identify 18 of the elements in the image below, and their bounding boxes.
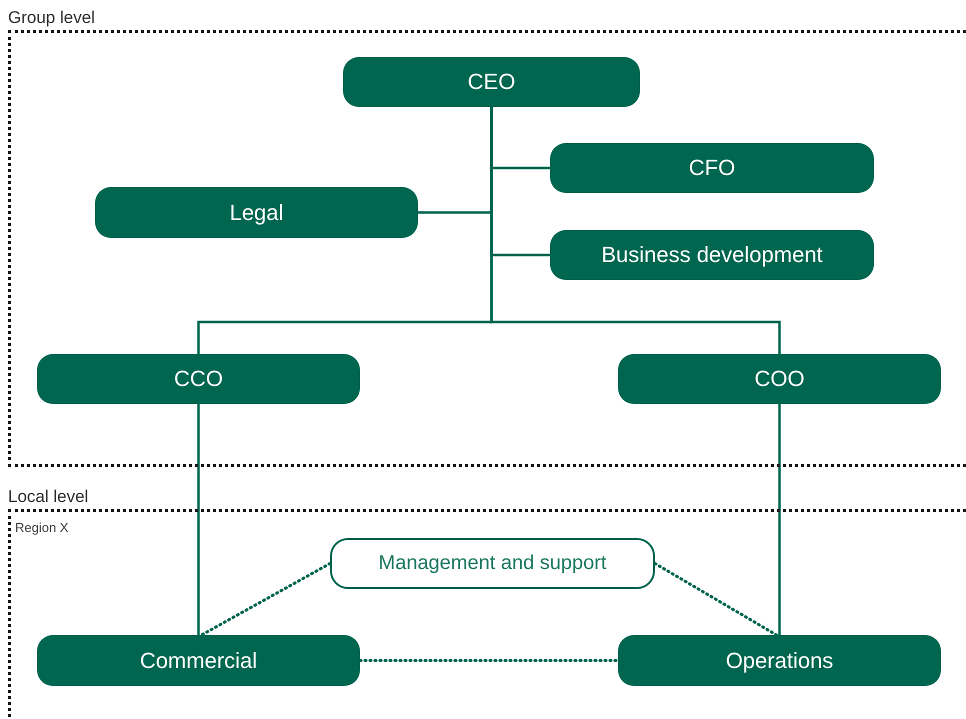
dotted-connector [358,659,620,662]
region-heading: Local level [8,487,88,507]
role-box: COO [618,354,941,404]
role-box: CCO [37,354,360,404]
dotted-connector [654,562,778,636]
connector-line [197,404,200,635]
role-box: CFO [550,143,874,193]
connector-line [490,107,781,354]
role-box: CEO [343,57,640,107]
role-box: Business development [550,230,874,280]
region-label: Region X [15,520,68,535]
role-box: Commercial [37,635,360,686]
connector-line [778,404,781,635]
role-box: Operations [618,635,941,686]
outlined-role-box: Management and support [330,538,655,589]
role-box: Legal [95,187,418,238]
region-heading: Group level [8,8,95,28]
dotted-connector [200,562,332,636]
